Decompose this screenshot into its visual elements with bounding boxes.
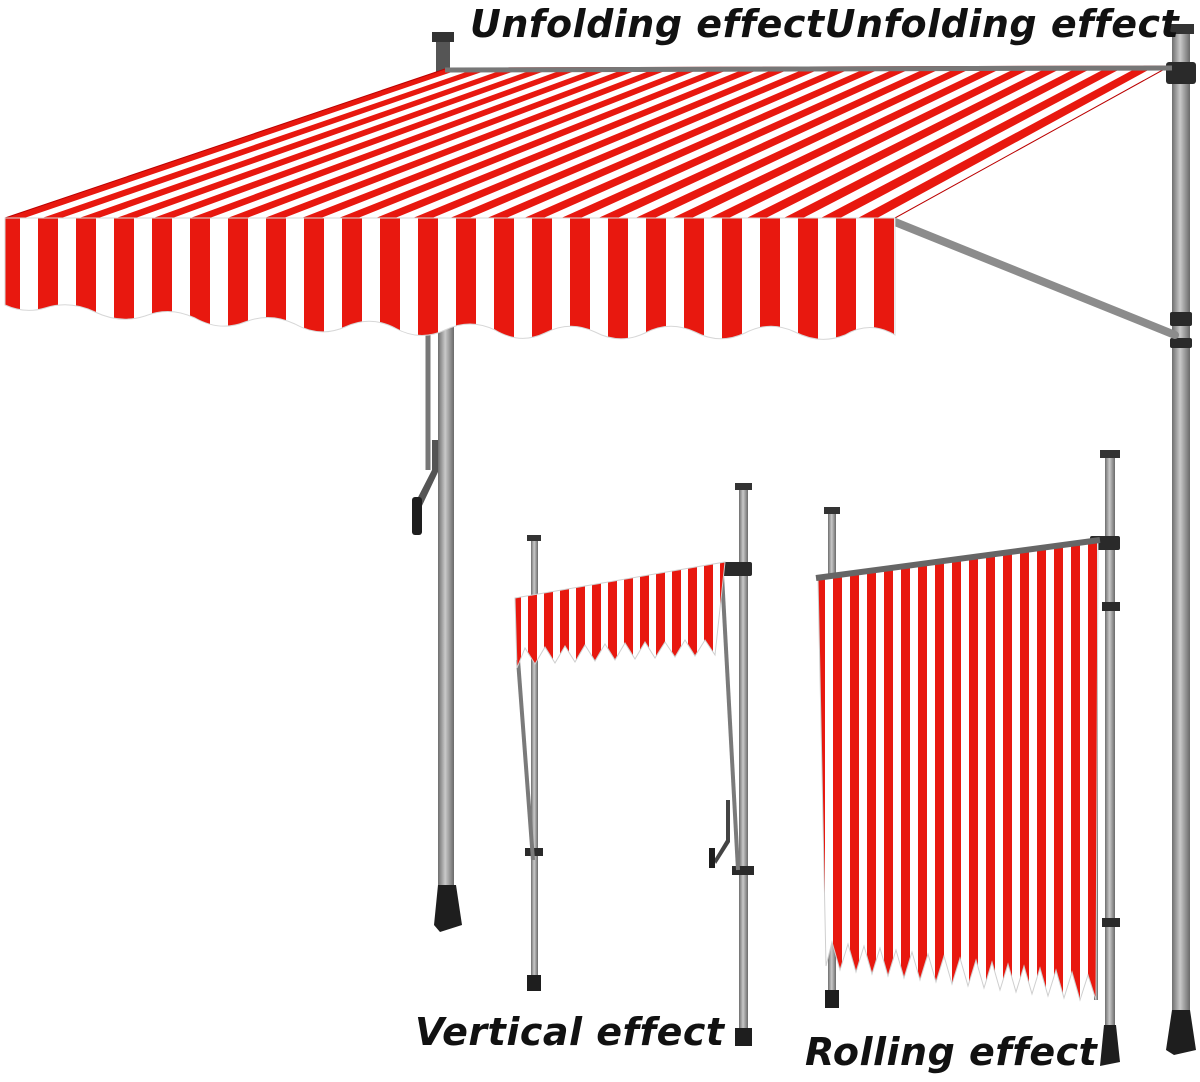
- canopy-stripe: [857, 66, 1156, 218]
- canopy-stripe: [116, 67, 554, 218]
- canopy-stripe: [820, 66, 1126, 218]
- unfolded-awning: [4, 24, 1196, 1055]
- crank-handle: [412, 497, 422, 535]
- canopy-stripe: [5, 67, 464, 218]
- canopy-stripe: [301, 67, 705, 218]
- canopy-stripe: [524, 66, 885, 218]
- main-valance: [4, 217, 896, 340]
- caption-unfolding-effect: Unfolding effectUnfolding effect: [470, 2, 1180, 46]
- canopy-stripe: [561, 66, 915, 218]
- canopy-stripe: [412, 67, 795, 218]
- canopy-stripe: [635, 66, 976, 218]
- canopy-stripe: [338, 67, 735, 218]
- canopy-stripe: [227, 67, 645, 218]
- canopy-stripe: [783, 66, 1096, 218]
- canopy-stripe: [672, 66, 1006, 218]
- canopy-stripe: [375, 67, 765, 218]
- canopy-stripe: [598, 66, 945, 218]
- left-foot: [434, 885, 462, 932]
- vertical-effect-awning: [514, 483, 754, 1046]
- canopy-stripe: [190, 67, 615, 218]
- canopy-stripe: [487, 66, 855, 218]
- left-pole: [438, 320, 454, 920]
- canopy-stripe: [79, 67, 524, 218]
- support-arm: [891, 218, 1179, 339]
- canopy-stripe: [746, 66, 1066, 218]
- rolling-effect-awning: [815, 450, 1120, 1066]
- caption-rolling-effect: Rolling effect: [805, 1030, 1098, 1074]
- canopy-stripe: [709, 66, 1036, 218]
- canopy-stripe: [264, 67, 675, 218]
- right-pole: [1172, 30, 1190, 1045]
- canopy-stripe: [42, 67, 494, 218]
- canopy-stripe: [153, 67, 584, 218]
- canopy-stripe: [450, 66, 825, 218]
- caption-vertical-effect: Vertical effect: [415, 1010, 725, 1054]
- right-foot: [1166, 1010, 1196, 1055]
